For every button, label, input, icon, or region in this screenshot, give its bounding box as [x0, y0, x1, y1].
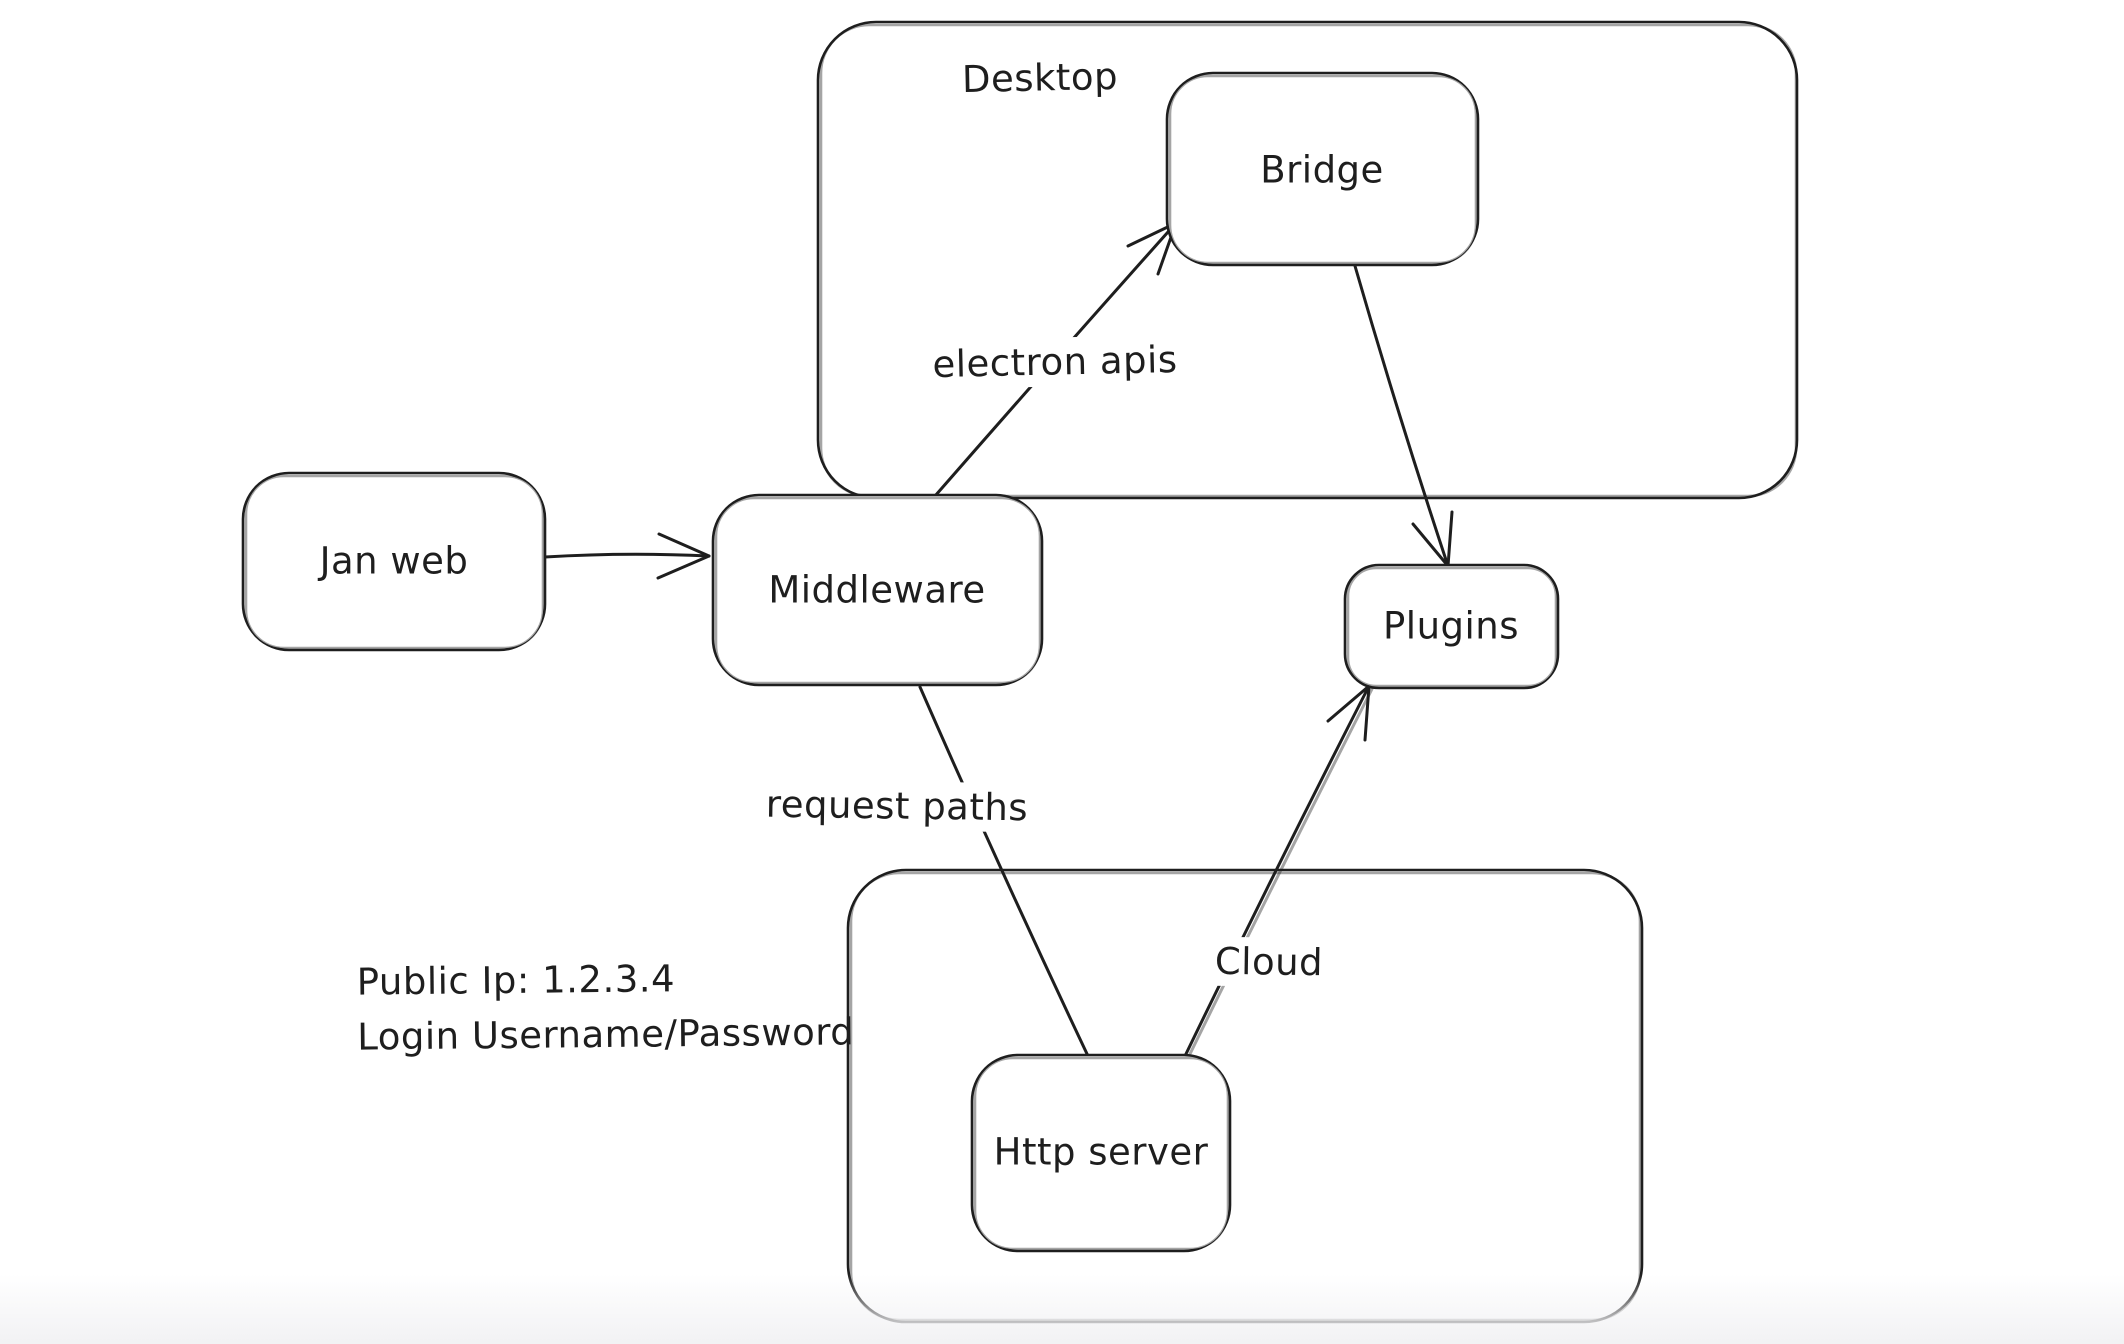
electron-apis-edge-label[interactable]: electron apis — [921, 334, 1189, 390]
plugins-node-label[interactable]: Plugins — [1382, 604, 1520, 648]
bridge-node-label[interactable]: Bridge — [1260, 148, 1384, 192]
http-server-node-label[interactable]: Http server — [993, 1130, 1209, 1174]
edge-jan-web-to-middleware[interactable] — [543, 552, 711, 559]
http-server-node-box-sketch — [973, 1056, 1230, 1251]
jan-web-node-box-sketch — [244, 474, 545, 650]
desktop-container-box[interactable] — [816, 20, 1799, 500]
cloud-container-label[interactable]: Cloud — [1204, 936, 1334, 988]
desktop-container-box-sketch — [819, 23, 1798, 498]
middleware-node-box-sketch — [714, 496, 1042, 685]
edge-http-server-to-plugins-sketch — [1187, 687, 1374, 1058]
note-login-line: Login Username/Password — [357, 1010, 855, 1059]
bridge-node-box-sketch — [1168, 74, 1478, 265]
desktop-container-label[interactable]: Desktop — [961, 54, 1119, 102]
arrowhead-http-server-to-plugins — [1326, 684, 1371, 742]
request-paths-edge-label[interactable]: request paths — [755, 779, 1039, 833]
edge-middleware-to-http-server[interactable] — [918, 685, 1090, 1058]
plugins-node-box-sketch — [1346, 566, 1558, 688]
cloud-credentials-note[interactable]: Public Ip: 1.2.3.4 Login Username/Passwo… — [356, 949, 855, 1064]
note-public-ip-line: Public Ip: 1.2.3.4 — [356, 957, 676, 1004]
arrowhead-jan-web-to-middleware — [656, 532, 711, 580]
middleware-node-label[interactable]: Middleware — [768, 568, 986, 612]
edge-http-server-to-plugins[interactable] — [1183, 684, 1371, 1058]
edge-bridge-to-plugins[interactable] — [1353, 264, 1450, 568]
jan-web-node-label[interactable]: Jan web — [319, 539, 469, 583]
